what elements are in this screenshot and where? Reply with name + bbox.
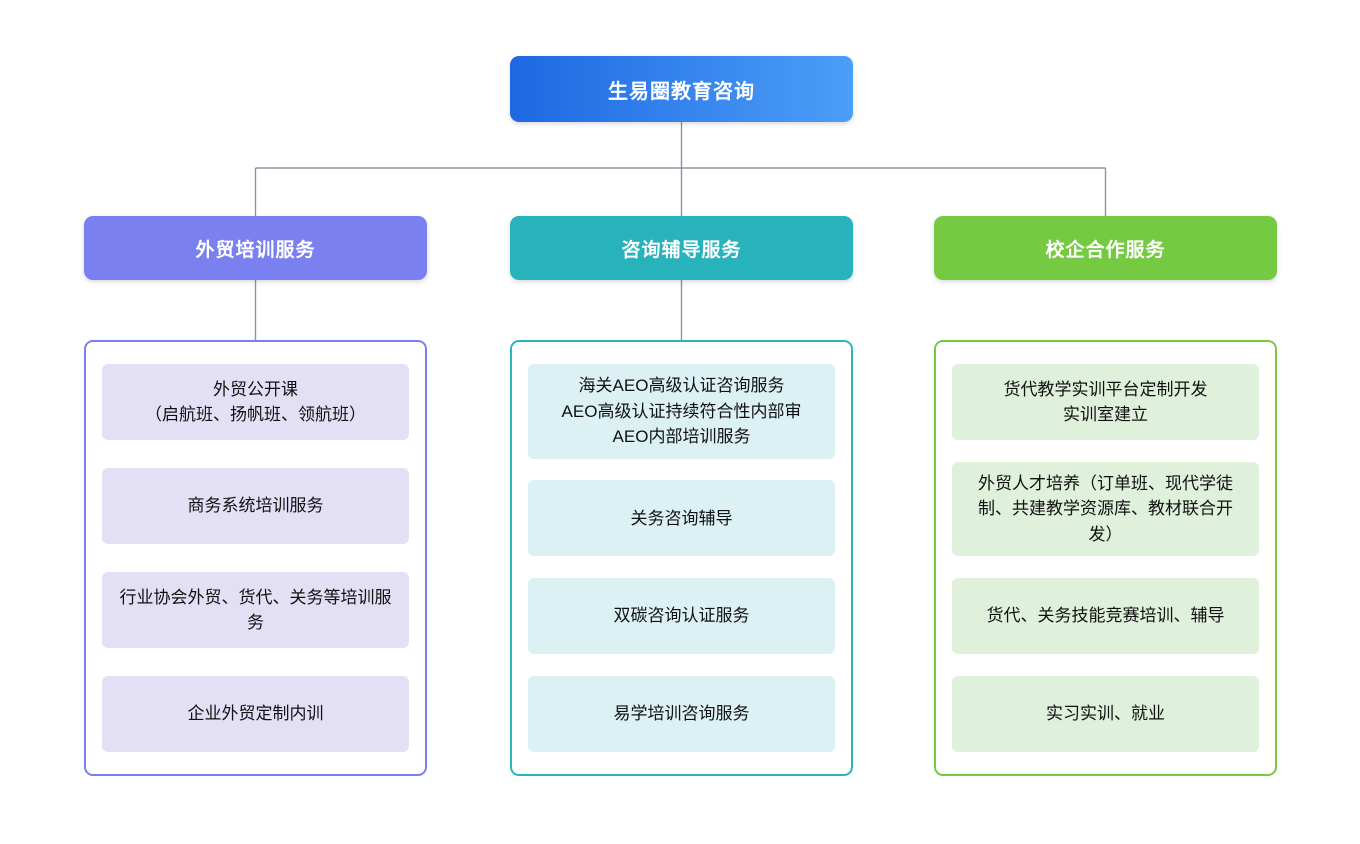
leaf-node[interactable]: 双碳咨询认证服务 <box>528 578 835 655</box>
leaf-node[interactable]: 企业外贸定制内训 <box>102 676 409 752</box>
leaf-node[interactable]: 外贸人才培养（订单班、现代学徒制、共建教学资源库、教材联合开发） <box>952 461 1259 557</box>
branch-group-trade-training: 外贸公开课 （启航班、扬帆班、领航班） 商务系统培训服务 行业协会外贸、货代、关… <box>84 340 427 776</box>
branch-header-consulting[interactable]: 咨询辅导服务 <box>510 216 853 280</box>
root-node-label: 生易圈教育咨询 <box>608 80 755 103</box>
branch-header-label: 外贸培训服务 <box>195 239 316 261</box>
leaf-node[interactable]: 实习实训、就业 <box>952 675 1259 752</box>
leaf-node[interactable]: 商务系统培训服务 <box>102 468 409 544</box>
branch-group-school-enterprise: 货代教学实训平台定制开发 实训室建立 外贸人才培养（订单班、现代学徒制、共建教学… <box>934 340 1277 776</box>
leaf-node[interactable]: 易学培训咨询服务 <box>528 675 835 752</box>
leaf-node[interactable]: 货代、关务技能竞赛培训、辅导 <box>952 578 1259 655</box>
branch-header-trade-training[interactable]: 外贸培训服务 <box>84 216 427 280</box>
leaf-node[interactable]: 货代教学实训平台定制开发 实训室建立 <box>952 364 1259 440</box>
root-node[interactable]: 生易圈教育咨询 <box>510 56 853 122</box>
branch-header-school-enterprise[interactable]: 校企合作服务 <box>934 216 1277 280</box>
branch-header-label: 校企合作服务 <box>1045 239 1166 261</box>
leaf-node[interactable]: 海关AEO高级认证咨询服务 AEO高级认证持续符合性内部审 AEO内部培训服务 <box>528 364 835 459</box>
branch-group-consulting: 海关AEO高级认证咨询服务 AEO高级认证持续符合性内部审 AEO内部培训服务 … <box>510 340 853 776</box>
leaf-node[interactable]: 行业协会外贸、货代、关务等培训服务 <box>102 572 409 648</box>
leaf-node[interactable]: 外贸公开课 （启航班、扬帆班、领航班） <box>102 364 409 440</box>
leaf-node[interactable]: 关务咨询辅导 <box>528 480 835 557</box>
branch-header-label: 咨询辅导服务 <box>621 239 742 261</box>
